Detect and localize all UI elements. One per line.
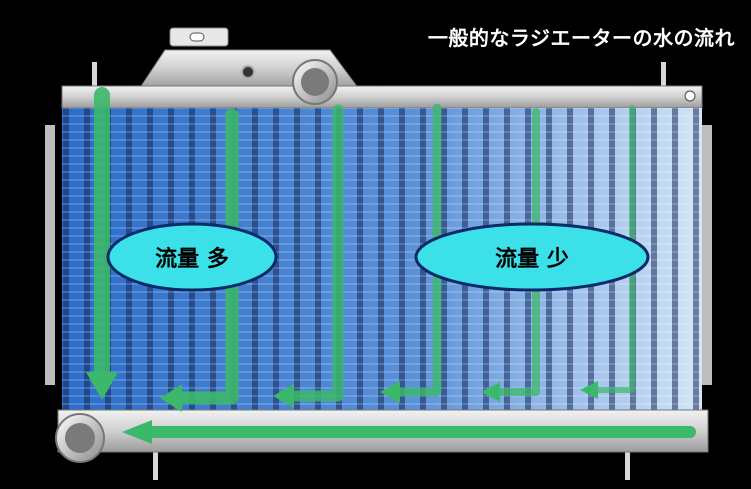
flow-arrow-icon bbox=[393, 103, 442, 397]
low-flow-bubble bbox=[414, 222, 650, 292]
flow-arrow-icon bbox=[593, 105, 635, 393]
upper-tank bbox=[61, 85, 703, 109]
high-flow-bubble bbox=[106, 222, 278, 292]
high-flow-label: 流量 多 bbox=[155, 247, 229, 272]
flow-arrows bbox=[86, 87, 696, 444]
outlet-pipe-icon bbox=[55, 413, 105, 463]
flow-arrow-icon bbox=[286, 104, 344, 402]
inlet-pipe-icon bbox=[292, 59, 338, 105]
flow-arrow-icon bbox=[173, 108, 239, 405]
low-flow-label: 流量 少 bbox=[495, 247, 569, 272]
drain-plug-icon bbox=[684, 90, 696, 102]
flow-arrow-icon bbox=[494, 108, 540, 396]
diagram-title: 一般的なラジエーターの水の流れ bbox=[427, 26, 735, 50]
mount-brackets bbox=[45, 62, 712, 480]
